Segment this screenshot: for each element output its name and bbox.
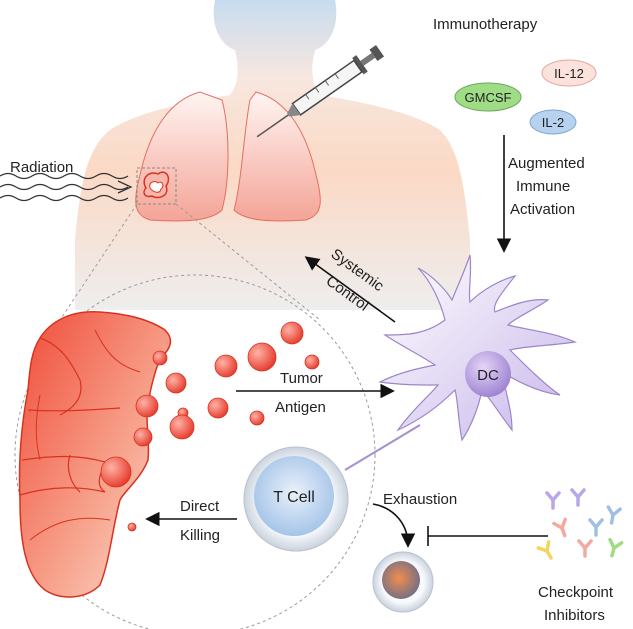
tumor-label: Tumor — [280, 370, 323, 387]
exhaustion-label: Exhaustion — [383, 491, 457, 508]
cytokine-il2: IL-2 — [529, 109, 577, 135]
tcell-label: T Cell — [273, 489, 315, 506]
activation-label: Activation — [510, 201, 575, 218]
exhausted-t-cell — [372, 551, 434, 613]
immune-label: Immune — [516, 178, 570, 195]
cytokine-gmcsf: GMCSF — [454, 82, 522, 112]
il12-label: IL-12 — [554, 66, 584, 81]
checkpoint-antibodies — [536, 488, 624, 560]
dc-tcell-contact — [344, 424, 421, 471]
lung-tumor — [136, 167, 177, 205]
tumor-tissue — [18, 311, 172, 598]
killing-label: Killing — [180, 527, 220, 544]
gmcsf-label: GMCSF — [465, 90, 512, 105]
inhibitors-label: Inhibitors — [544, 607, 605, 624]
radiation-label: Radiation — [10, 159, 73, 176]
checkpoint-label: Checkpoint — [538, 584, 614, 601]
t-cell: T Cell — [243, 446, 349, 552]
inhibition-line — [427, 526, 548, 546]
exhaustion-arrow — [372, 503, 416, 548]
il2-label: IL-2 — [542, 115, 564, 130]
augmented-label: Augmented — [508, 155, 585, 172]
dc-label: DC — [477, 367, 499, 384]
cytokine-il12: IL-12 — [541, 59, 597, 87]
zoom-box — [136, 167, 177, 205]
systemic-control-arrow — [304, 256, 396, 323]
zoom-lines — [14, 203, 376, 629]
tumor-antigens — [100, 321, 320, 532]
direct-label: Direct — [180, 498, 220, 515]
syringe-icon — [256, 45, 385, 138]
radiation-waves — [0, 172, 133, 202]
immunotherapy-label: Immunotherapy — [433, 16, 538, 33]
antigen-label: Antigen — [275, 399, 326, 416]
dendritic-cell: DC — [378, 254, 578, 442]
